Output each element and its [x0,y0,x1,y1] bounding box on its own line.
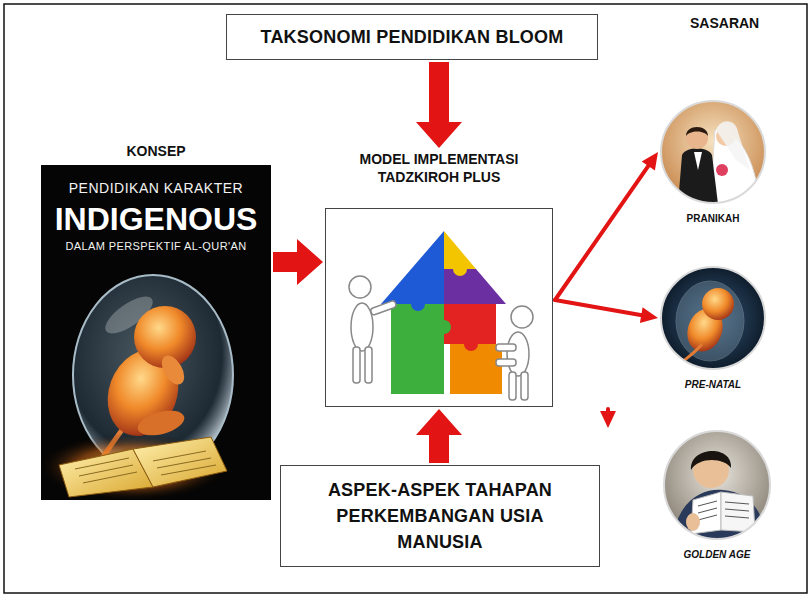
section-heading: KONSEP [41,142,271,165]
arrow-head [640,307,658,323]
model-frame [325,208,553,407]
model-box: MODEL IMPLEMENTASI TADZKIROH PLUS [325,150,553,407]
target-circle: PRANIKAH [660,100,766,225]
block-arrow [416,409,462,463]
target-circle: PRE-NATAL [660,266,766,391]
block-arrow [416,62,462,148]
book-cover: PENDIDIKAN KARAKTER INDIGENOUS DALAM PERSP… [41,165,271,500]
split-arrow [600,409,616,428]
arrow-head [642,152,658,171]
picture-circle [663,430,771,540]
frame-border [4,4,807,593]
picture-circle [660,100,766,204]
cover-title: DALAM PERSPEKTIF AL-QUR'AN [41,239,271,253]
target-label: GOLDEN AGE [663,548,771,561]
target-label: PRANIKAH [660,212,766,225]
picture-circle [660,266,766,370]
cover-title: INDIGENOUS [41,201,271,237]
child-reading-art [663,430,771,540]
split-arrow [555,300,658,323]
wedding-couple-art [660,100,766,204]
block-arrow [273,239,323,285]
puzzle-house-art [326,209,552,406]
concept-book: KONSEP [41,142,271,500]
section-heading: MODEL IMPLEMENTASI TADZKIROH PLUS [325,150,553,186]
box-title: ASPEK-ASPEK TAHAPAN PERKEMBANGAN USIA MA… [321,477,559,555]
input-box: TAKSONOMI PENDIDIKAN BLOOM [226,14,598,60]
arrow-head [600,411,616,428]
arrow-line [555,162,651,300]
split-arrow [555,152,658,300]
box-title: TAKSONOMI PENDIDIKAN BLOOM [261,25,564,49]
aspect-box: ASPEK-ASPEK TAHAPAN PERKEMBANGAN USIA MA… [280,465,600,567]
section-label: SASARAN [690,14,759,32]
fetus-art [660,266,766,370]
target-circle: GOLDEN AGE [663,430,771,561]
arrow-line [555,300,646,316]
cover-title: PENDIDIKAN KARAKTER [41,179,271,197]
target-label: PRE-NATAL [660,378,766,391]
